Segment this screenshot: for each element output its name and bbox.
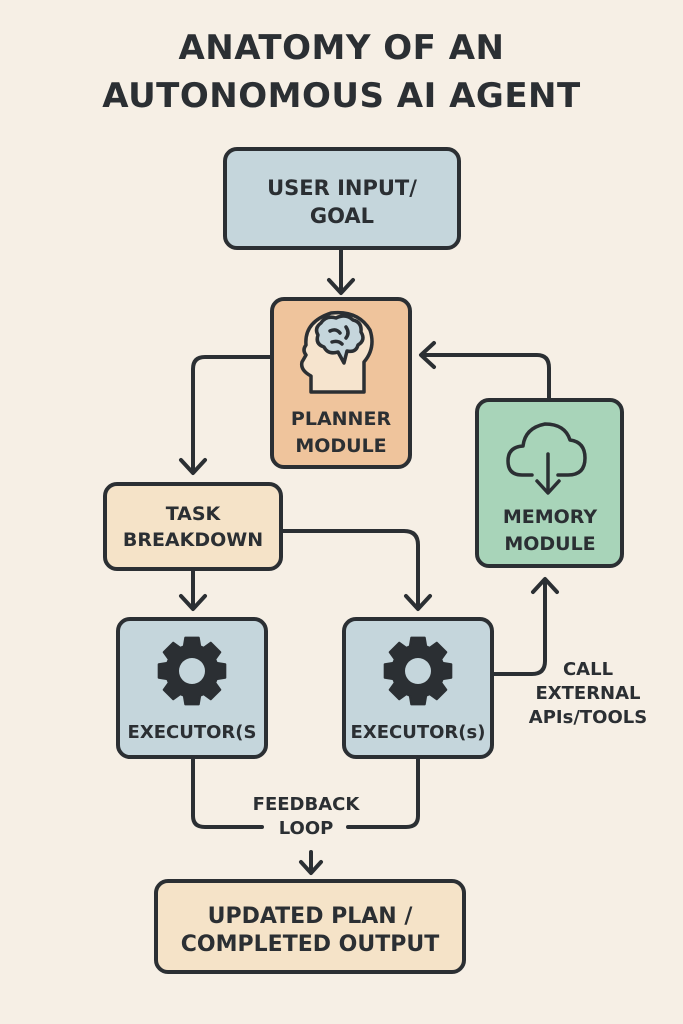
call-external-line-1: CALL bbox=[563, 659, 613, 680]
feedback-line-2: LOOP bbox=[279, 818, 334, 839]
arrowhead-task-to-executor-left bbox=[179, 594, 207, 611]
node-task-breakdown: TASK BREAKDOWN bbox=[103, 482, 283, 571]
task-line-2: BREAKDOWN bbox=[123, 529, 263, 551]
gear-icon bbox=[383, 636, 453, 706]
arrowhead-planner-to-task bbox=[179, 458, 207, 475]
edge-planner-to-task bbox=[191, 355, 274, 474]
gear-hole bbox=[405, 658, 431, 684]
node-memory: MEMORY MODULE bbox=[475, 398, 624, 568]
feedback-line-1: FEEDBACK bbox=[253, 794, 361, 815]
executor-right-label: EXECUTOR(s) bbox=[351, 722, 486, 743]
user-input-line-2: GOAL bbox=[310, 204, 374, 228]
memory-line-2: MODULE bbox=[504, 533, 595, 555]
edge-feedback-right bbox=[346, 756, 420, 829]
label-call-external: CALL EXTERNAL APIs/TOOLS bbox=[529, 659, 647, 728]
arrowhead-task-to-executor-right bbox=[404, 594, 432, 611]
title-line-2: AUTONOMOUS AI AGENT bbox=[102, 76, 581, 116]
arrowhead-input-to-planner bbox=[327, 278, 355, 295]
cloud-download-icon bbox=[506, 422, 587, 495]
edge-task-to-executor-right bbox=[280, 529, 420, 610]
brain-head-icon bbox=[299, 310, 374, 394]
memory-line-1: MEMORY bbox=[503, 506, 598, 528]
edge-memory-to-planner bbox=[420, 353, 551, 402]
output-line-2: COMPLETED OUTPUT bbox=[181, 932, 439, 957]
node-user-input: USER INPUT/ GOAL bbox=[223, 147, 461, 250]
planner-line-2: MODULE bbox=[295, 435, 386, 457]
node-output: UPDATED PLAN / COMPLETED OUTPUT bbox=[154, 879, 466, 974]
edge-executor-to-memory bbox=[490, 578, 547, 676]
user-input-line-1: USER INPUT/ bbox=[267, 176, 417, 200]
gear-hole bbox=[179, 658, 205, 684]
gear-icon bbox=[157, 636, 227, 706]
call-external-line-3: APIs/TOOLS bbox=[529, 707, 647, 728]
title-line-1: ANATOMY OF AN bbox=[178, 28, 505, 68]
output-line-1: UPDATED PLAN / bbox=[208, 904, 414, 929]
label-feedback-loop: FEEDBACK LOOP bbox=[253, 794, 361, 839]
planner-line-1: PLANNER bbox=[291, 408, 392, 430]
arrowhead-feedback-to-output bbox=[299, 860, 323, 875]
task-line-1: TASK bbox=[166, 503, 222, 525]
call-external-line-2: EXTERNAL bbox=[535, 683, 640, 704]
node-executor-right: EXECUTOR(s) bbox=[342, 617, 494, 759]
arrowhead-executor-to-memory bbox=[531, 577, 559, 594]
arrowhead-memory-to-planner bbox=[419, 341, 436, 369]
node-executor-left: EXECUTOR(S bbox=[116, 617, 268, 759]
node-planner: PLANNER MODULE bbox=[270, 297, 412, 469]
executor-left-label: EXECUTOR(S bbox=[128, 722, 257, 743]
edge-feedback-left bbox=[191, 756, 264, 829]
